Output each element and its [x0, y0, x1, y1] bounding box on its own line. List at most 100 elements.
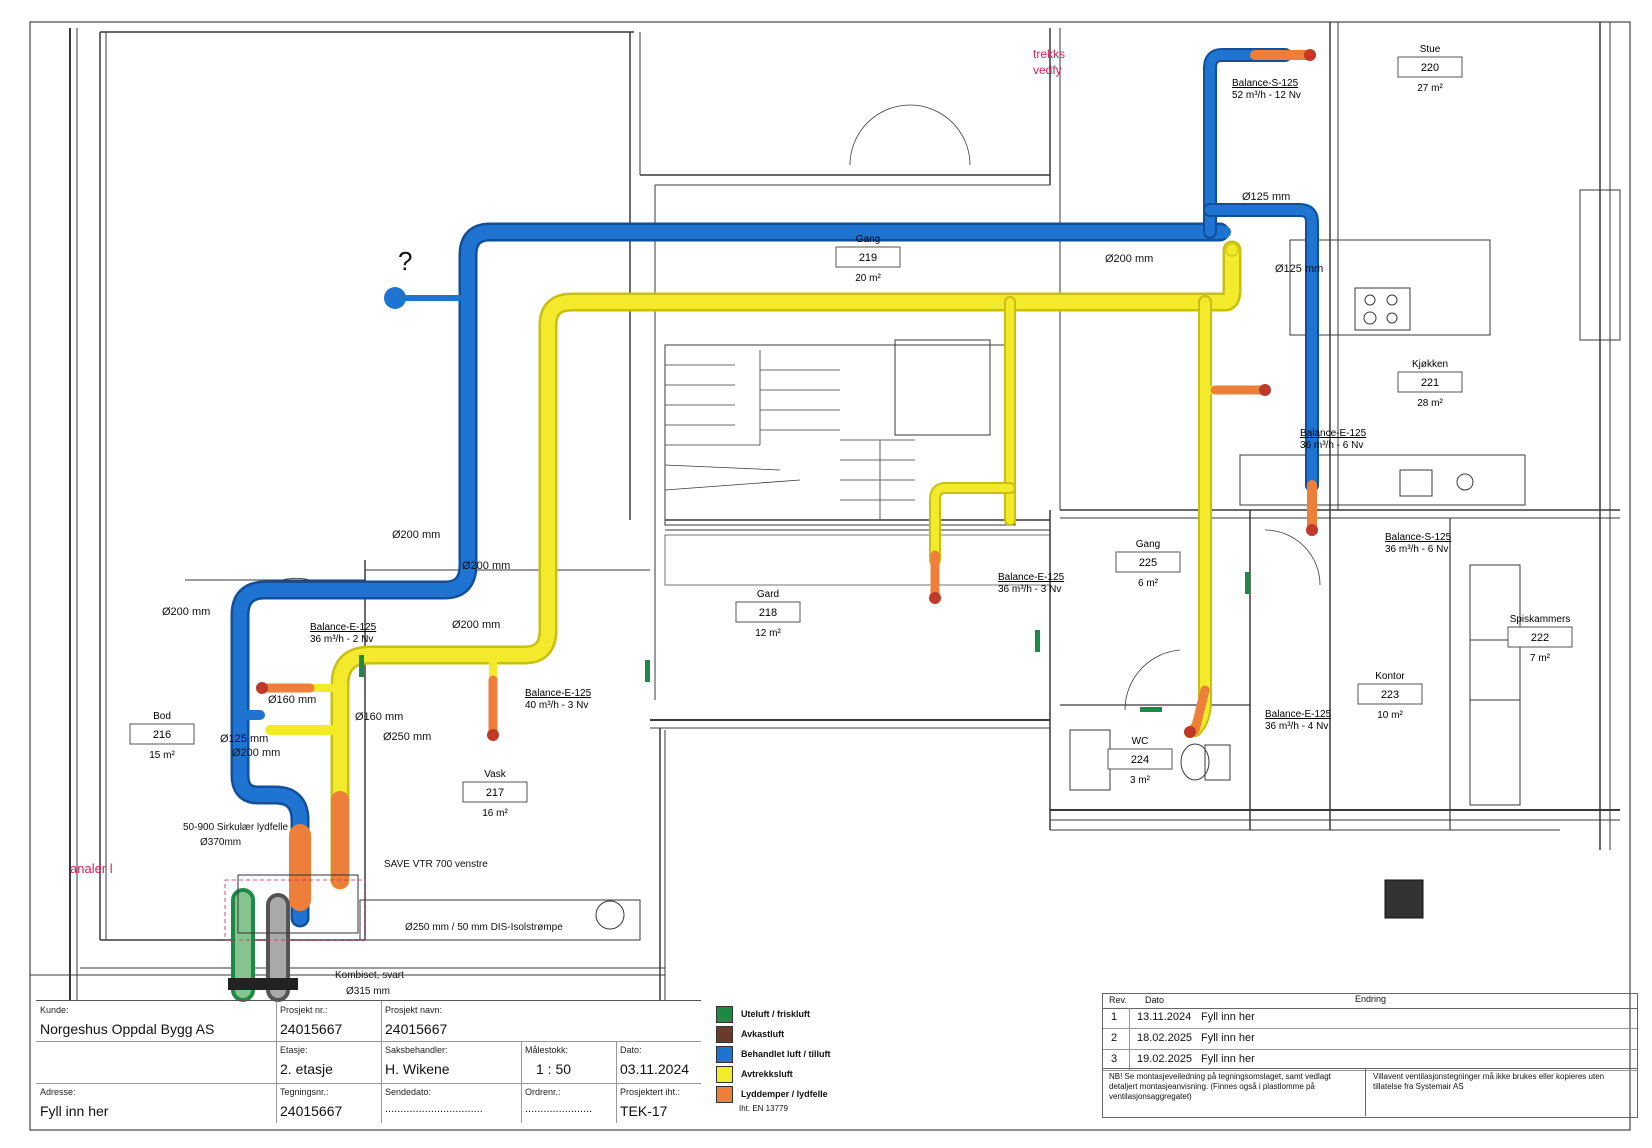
revision-number: 1 [1111, 1011, 1118, 1023]
change-header: Endring [1355, 994, 1387, 1004]
room-name: Vask [484, 769, 506, 780]
room-number: 223 [1381, 689, 1399, 701]
valve-name: Balance-E-125 [998, 572, 1065, 583]
room-number: 224 [1131, 754, 1149, 766]
room-area: 28 m² [1417, 398, 1443, 409]
legend-item: Uteluft / friskluft [716, 1004, 866, 1024]
room-number-box [835, 246, 901, 268]
room-area: 15 m² [149, 750, 175, 761]
label-d160-a: Ø160 mm [268, 694, 316, 706]
prosjekt-nr-value: 24015667 [280, 1021, 343, 1037]
revision-row: 2 18.02.2025 Fyll inn her [1103, 1029, 1637, 1050]
legend-label: Avtrekksluft [741, 1069, 793, 1079]
legend-item: Behandlet luft / tilluft [716, 1044, 866, 1064]
label-red-top-a: trekks [1033, 47, 1065, 61]
label-silencer-b: Ø370mm [200, 837, 241, 848]
legend-label: Avkastluft [741, 1029, 785, 1039]
ordrenr-label: Ordrenr.: [525, 1087, 561, 1097]
label-d125-bod: Ø125 mm [220, 733, 268, 745]
etasje-label: Etasje: [280, 1045, 308, 1055]
legend-swatch [716, 1065, 733, 1083]
room-number: 220 [1421, 62, 1439, 74]
room-number-box [1397, 56, 1463, 78]
revision-row: 1 13.11.2024 Fyll inn her [1103, 1008, 1637, 1029]
valve-flow: 36 m³/h - 4 Nv [1265, 721, 1328, 732]
prosjekt-nr-label: Prosjekt nr.: [280, 1005, 328, 1015]
label-d200-yellow: Ø200 mm [452, 619, 500, 631]
legend-swatch [716, 1005, 733, 1023]
valve-name: Balance-E-125 [310, 622, 377, 633]
label-d200-left3: Ø200 mm [162, 606, 210, 618]
revision-date: 19.02.2025 [1137, 1053, 1193, 1065]
room-number: 217 [486, 787, 504, 799]
legend-label: Behandlet luft / tilluft [741, 1049, 831, 1059]
tegningsnr-value: 24015667 [280, 1103, 343, 1119]
prosjekt-navn-value: 24015667 [385, 1021, 448, 1037]
supply-duct-main [230, 222, 1230, 928]
sendedato-value: ................................ [385, 1103, 483, 1115]
saksbehandler-label: Saksbehandler: [385, 1045, 448, 1055]
label-question: ? [398, 246, 412, 276]
sendedato-label: Sendedato: [385, 1087, 432, 1097]
legend-item: Avtrekksluft [716, 1064, 866, 1084]
extract-duct-main-fill [333, 243, 1239, 887]
room-name: Kontor [1375, 671, 1405, 682]
revision-number: 3 [1111, 1053, 1118, 1065]
legend-label: Uteluft / friskluft [741, 1009, 810, 1019]
room-number: 218 [759, 607, 777, 619]
column-block [1384, 879, 1424, 919]
valve-markers [256, 49, 1318, 741]
dato-value: 03.11.2024 [620, 1061, 690, 1077]
valve-flow: 40 m³/h - 3 Nv [525, 700, 588, 711]
revision-date: 13.11.2024 [1137, 1011, 1192, 1023]
legend-swatch [716, 1085, 733, 1103]
title-block: Kunde: Norgeshus Oppdal Bygg AS Prosjekt… [36, 1000, 701, 1123]
label-d200-bod: Ø200 mm [232, 747, 280, 759]
note-right: Villavent ventilasjonstegninger må ikke … [1373, 1072, 1605, 1091]
legend-swatch [716, 1025, 733, 1043]
room-name: Gard [757, 589, 779, 600]
prosjektert-label: Prosjektert iht.: [620, 1087, 681, 1097]
room-name: Kjøkken [1412, 359, 1448, 370]
valve-name: Balance-E-125 [525, 688, 592, 699]
legend-label: Lyddemper / lydfelle [741, 1089, 828, 1099]
kunde-value: Norgeshus Oppdal Bygg AS [40, 1021, 215, 1037]
tegningsnr-label: Tegningsnr.: [280, 1087, 329, 1097]
adresse-label: Adresse: [40, 1087, 76, 1097]
revision-text: Fyll inn her [1201, 1032, 1255, 1044]
label-d200-top: Ø200 mm [1105, 253, 1153, 265]
label-red-top-b: vedfy [1033, 63, 1062, 77]
valve-name: Balance-E-125 [1300, 428, 1367, 439]
silencers [257, 50, 1317, 911]
room-area: 27 m² [1417, 83, 1443, 94]
valve-name: Balance-S-125 [1232, 78, 1299, 89]
revision-row: 3 19.02.2025 Fyll inn her [1103, 1050, 1637, 1071]
room-name: Gang [856, 234, 880, 245]
room-number: 222 [1531, 632, 1549, 644]
room-area: 20 m² [855, 273, 881, 284]
valve-name: Balance-E-125 [1265, 709, 1332, 720]
label-d125-mid: Ø125 mm [1275, 263, 1323, 275]
legend-swatch [716, 1045, 733, 1063]
room-area: 7 m² [1530, 653, 1551, 664]
door-markers [359, 572, 1250, 712]
revision-number: 2 [1111, 1032, 1118, 1044]
room-number-box [1107, 748, 1173, 770]
date-header: Dato [1145, 995, 1165, 1005]
label-d200-left1: Ø200 mm [392, 529, 440, 541]
room-area: 6 m² [1138, 578, 1159, 589]
valve-flow: 36 m³/h - 2 Nv [310, 634, 373, 645]
balcony-hatch [664, 534, 1051, 586]
revision-date: 18.02.2025 [1137, 1032, 1193, 1044]
revision-text: Fyll inn her [1201, 1011, 1255, 1023]
room-name: Gang [1136, 539, 1160, 550]
label-red-left: analer l [70, 861, 113, 876]
revision-text: Fyll inn her [1201, 1053, 1255, 1065]
